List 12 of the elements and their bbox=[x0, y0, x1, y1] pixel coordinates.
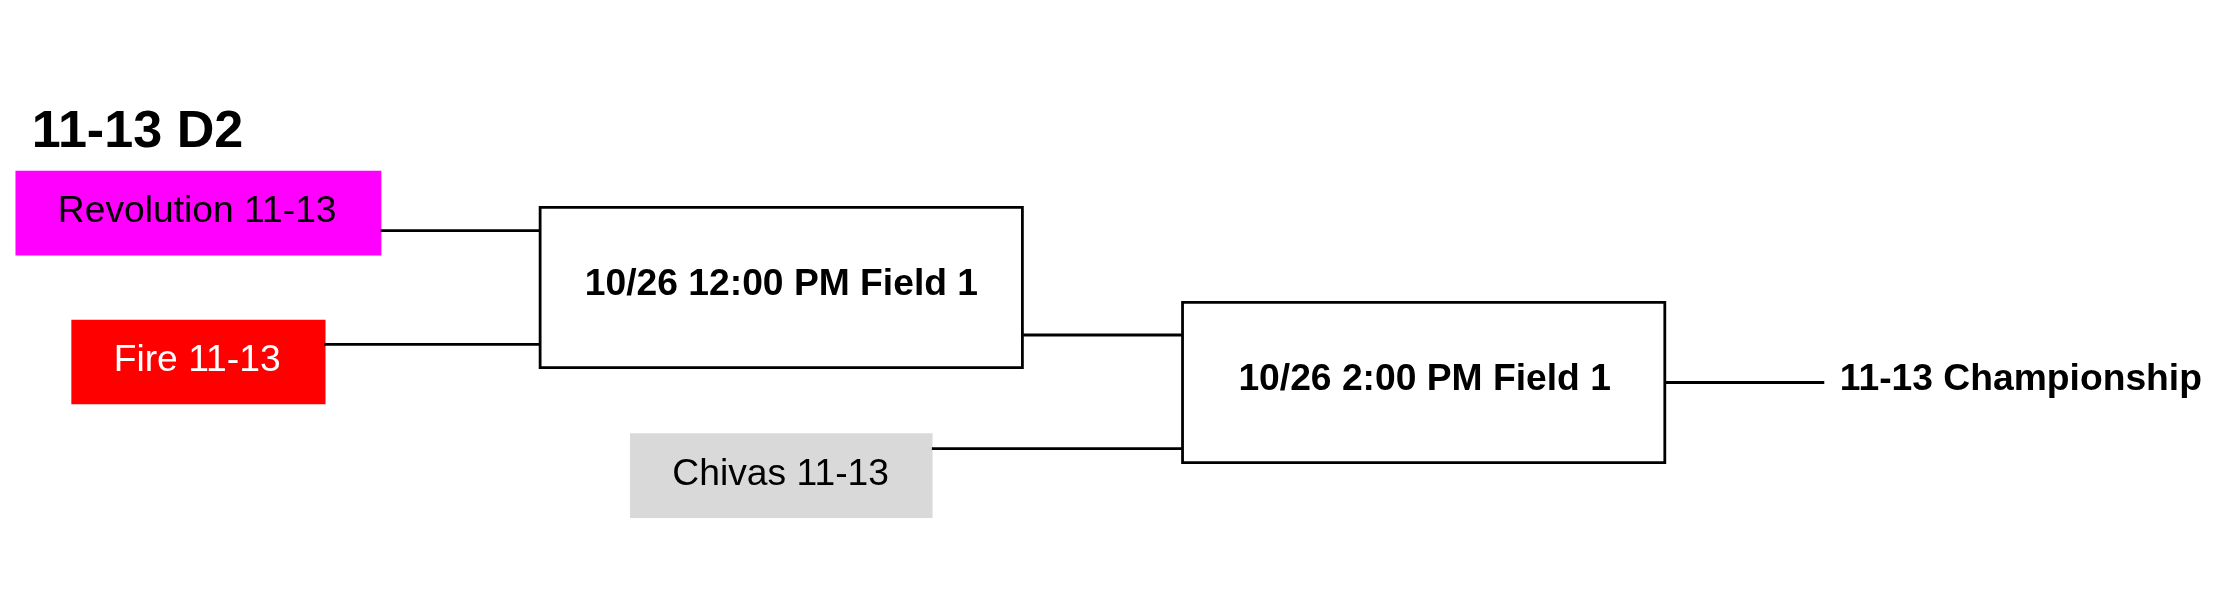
connector bbox=[380, 229, 540, 233]
connector bbox=[1665, 381, 1825, 384]
node-text: 11-13 Championship bbox=[1839, 355, 2202, 398]
connector bbox=[931, 447, 1183, 450]
node-box: 10/26 2:00 PM Field 1 bbox=[1181, 301, 1667, 464]
diagram-title: 11-13 D2 bbox=[31, 99, 244, 158]
node-box: 10/26 12:00 PM Field 1 bbox=[538, 206, 1024, 369]
node-box: Chivas 11-13 bbox=[629, 433, 933, 518]
connector bbox=[1023, 333, 1183, 337]
node-box: Fire 11-13 bbox=[71, 319, 326, 405]
node-box: Revolution 11-13 bbox=[15, 170, 382, 256]
connector bbox=[324, 342, 540, 346]
